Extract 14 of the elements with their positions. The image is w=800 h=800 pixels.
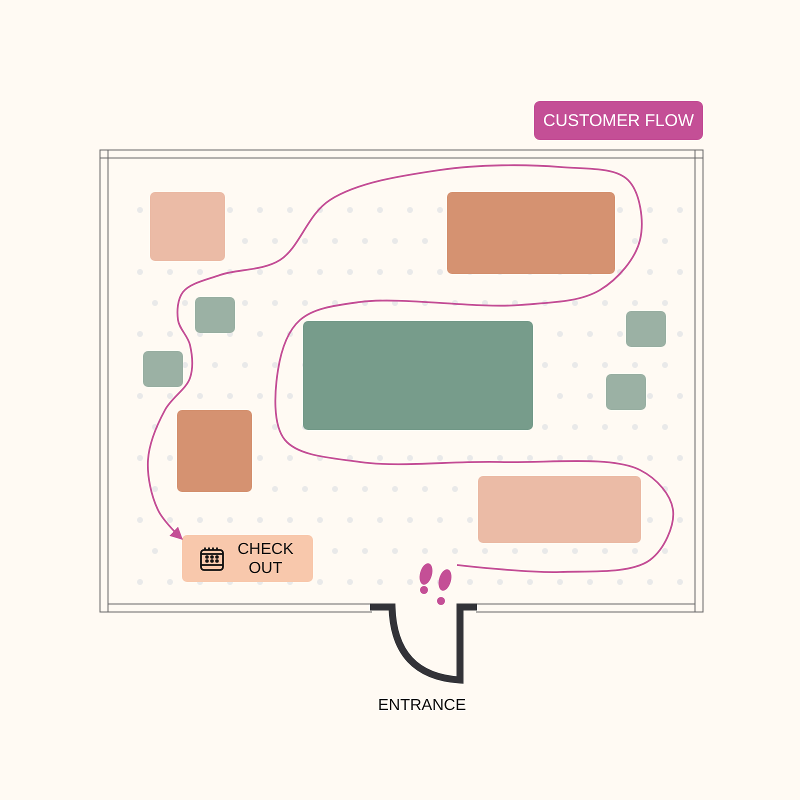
checkout-label: CHECK OUT: [236, 540, 294, 578]
entrance-label: ENTRANCE: [376, 697, 467, 715]
shelf: [447, 192, 615, 274]
shelf: [177, 410, 252, 492]
checkout-counter: [182, 535, 313, 582]
display-stand: [626, 311, 666, 347]
display-stand: [143, 351, 183, 387]
title-badge: CUSTOMER FLOW: [534, 101, 703, 140]
display-table: [303, 321, 533, 430]
shelf: [478, 476, 641, 543]
shelf: [150, 192, 225, 261]
flow-arrow: [146, 164, 674, 573]
display-stand: [606, 374, 646, 410]
display-stand: [195, 297, 235, 333]
